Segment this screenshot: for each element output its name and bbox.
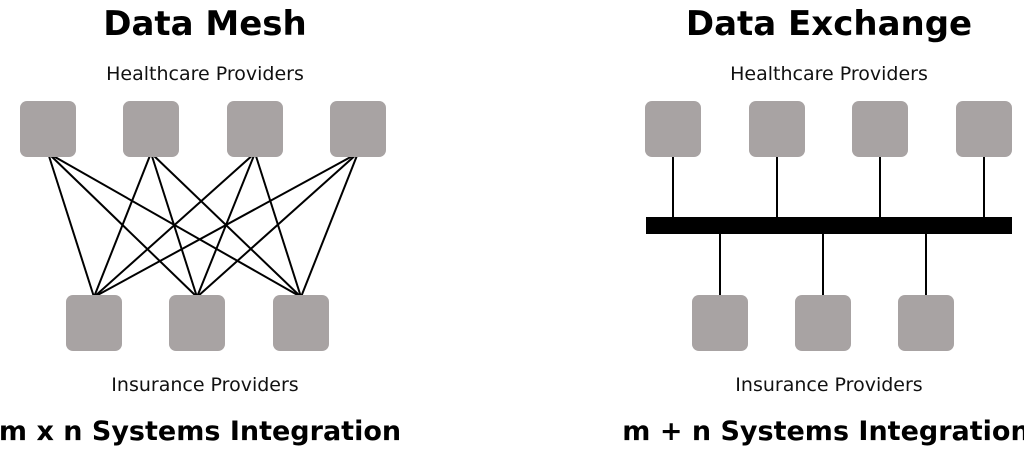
- exchange-healthcare-node-3: [852, 101, 908, 157]
- mesh-connection-lines: [47, 152, 359, 298]
- exchange-healthcare-providers-label: Healthcare Providers: [730, 63, 928, 85]
- exchange-insurance-node-3: [898, 295, 954, 351]
- mesh-insurance-node-3: [273, 295, 329, 351]
- mesh-link-3-1: [93, 152, 256, 298]
- mesh-insurance-node-1: [66, 295, 122, 351]
- mesh-healthcare-node-1: [20, 101, 76, 157]
- exchange-healthcare-node-2: [749, 101, 805, 157]
- mesh-link-4-3: [300, 152, 359, 298]
- data-mesh-title: Data Mesh: [103, 4, 307, 44]
- mesh-healthcare-node-2: [123, 101, 179, 157]
- exchange-insurance-providers-label: Insurance Providers: [735, 374, 922, 396]
- mesh-healthcare-node-4: [330, 101, 386, 157]
- mesh-insurance-node-2: [169, 295, 225, 351]
- mesh-link-1-1: [47, 152, 95, 298]
- data-exchange-panel: Data Exchange Healthcare Providers Insur…: [622, 4, 1024, 447]
- exchange-healthcare-provider-nodes: [645, 101, 1012, 157]
- mesh-insurance-provider-nodes: [66, 295, 329, 351]
- mesh-link-4-2: [196, 152, 359, 298]
- mesh-link-4-1: [93, 152, 359, 298]
- exchange-formula: m + n Systems Integration: [622, 416, 1024, 447]
- exchange-healthcare-node-4: [956, 101, 1012, 157]
- mesh-healthcare-provider-nodes: [20, 101, 386, 157]
- mesh-formula: m x n Systems Integration: [0, 416, 401, 447]
- exchange-insurance-node-1: [692, 295, 748, 351]
- data-exchange-title: Data Exchange: [686, 4, 972, 44]
- exchange-bus-bar: [646, 217, 1012, 234]
- exchange-insurance-node-2: [795, 295, 851, 351]
- data-mesh-panel: Data Mesh Healthcare Providers Insurance…: [0, 4, 401, 447]
- mesh-insurance-providers-label: Insurance Providers: [111, 374, 298, 396]
- exchange-insurance-provider-nodes: [692, 295, 954, 351]
- mesh-healthcare-node-3: [227, 101, 283, 157]
- mesh-link-2-1: [93, 152, 152, 298]
- mesh-healthcare-providers-label: Healthcare Providers: [106, 63, 304, 85]
- exchange-connection-lines: [672, 157, 985, 295]
- exchange-healthcare-node-1: [645, 101, 701, 157]
